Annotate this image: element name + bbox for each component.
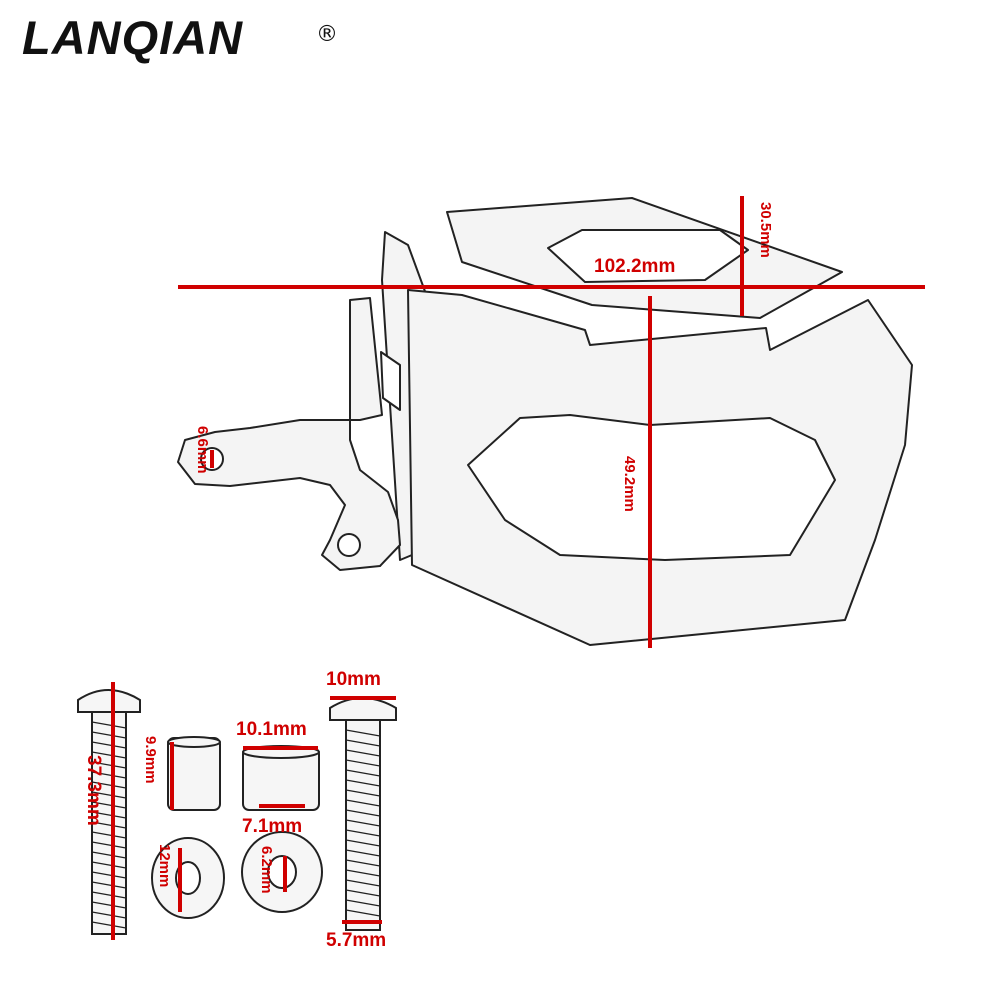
label-hole: 6.6mm: [194, 426, 211, 474]
reservoir-guard: [177, 197, 913, 646]
spacer-large: [242, 745, 320, 811]
label-washer-large: 12mm: [156, 844, 173, 888]
registered-mark: ®: [316, 22, 338, 47]
label-width: 102.2mm: [594, 256, 676, 277]
mounting-arm: [177, 297, 401, 571]
label-spacer-small: 9.9mm: [142, 736, 159, 784]
label-spacer-large: 10.1mm: [236, 719, 307, 740]
label-bolt-head: 10mm: [326, 669, 381, 690]
brand-logo: LANQIAN: [22, 11, 244, 64]
label-washer-small: 6.2mm: [258, 846, 275, 894]
label-spacer-inner: 7.1mm: [242, 816, 303, 837]
label-top-height: 30.5mm: [757, 202, 774, 258]
spacer-small: [167, 736, 221, 811]
dimension-lines: [111, 196, 925, 940]
washer-small: [241, 831, 323, 913]
top-flap-window: [547, 229, 749, 283]
label-body-height: 49.2mm: [621, 456, 638, 512]
label-bolt-thread: 5.7mm: [326, 930, 387, 951]
long-bolt: [77, 689, 141, 935]
side-slot: [380, 351, 401, 411]
label-long-bolt: 37.3mm: [83, 755, 104, 826]
mount-hole-2: [337, 533, 361, 557]
second-bolt: [329, 697, 397, 931]
